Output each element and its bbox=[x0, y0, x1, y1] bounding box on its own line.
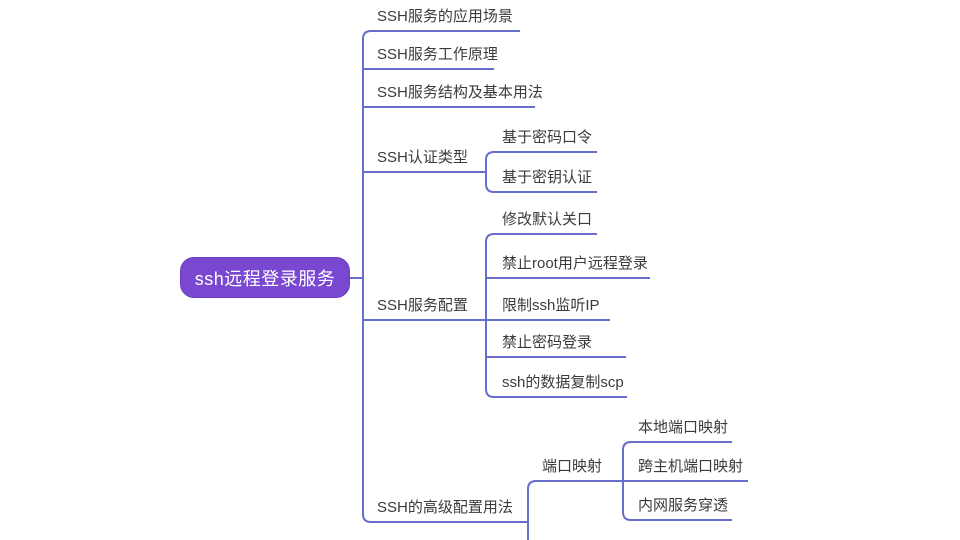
mindmap-node[interactable]: 禁止root用户远程登录 bbox=[502, 255, 648, 272]
mindmap-node[interactable]: 基于密码口令 bbox=[502, 129, 593, 146]
mindmap-node[interactable]: SSH服务的应用场景 bbox=[377, 8, 513, 25]
main-spine-line bbox=[362, 30, 528, 523]
mindmap-node[interactable]: ssh的数据复制scp bbox=[502, 374, 624, 391]
child-group-line bbox=[527, 480, 623, 540]
mindmap-node[interactable]: 禁止密码登录 bbox=[502, 334, 593, 351]
mindmap-node[interactable]: SSH服务配置 bbox=[377, 297, 468, 314]
root-node[interactable]: ssh远程登录服务 bbox=[180, 257, 350, 298]
mindmap-node[interactable]: 内网服务穿透 bbox=[638, 497, 729, 514]
mindmap-node[interactable]: SSH服务工作原理 bbox=[377, 46, 498, 63]
mindmap-node[interactable]: 本地端口映射 bbox=[638, 419, 729, 436]
mindmap-node[interactable]: SSH的高级配置用法 bbox=[377, 499, 513, 516]
child-group-line bbox=[485, 233, 627, 398]
child-group-line bbox=[485, 151, 597, 193]
mindmap-node[interactable]: 限制ssh监听IP bbox=[502, 297, 600, 314]
mindmap-node[interactable]: SSH认证类型 bbox=[377, 149, 468, 166]
mindmap-node[interactable]: 基于密钥认证 bbox=[502, 169, 593, 186]
mindmap-node[interactable]: 修改默认关口 bbox=[502, 211, 593, 228]
mindmap-node[interactable]: 跨主机端口映射 bbox=[638, 458, 744, 475]
mindmap-node[interactable]: 端口映射 bbox=[542, 458, 603, 475]
mindmap-node[interactable]: SSH服务结构及基本用法 bbox=[377, 84, 543, 101]
